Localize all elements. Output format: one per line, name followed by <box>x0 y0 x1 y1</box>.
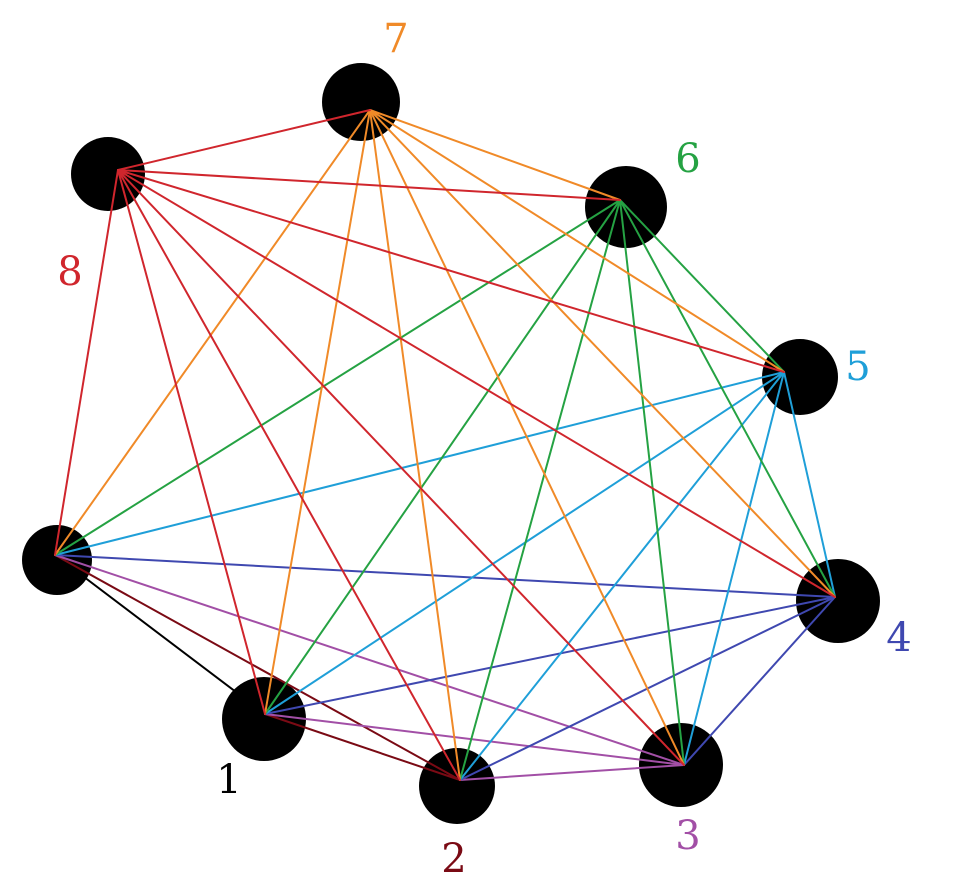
edge-3-2 <box>459 764 685 781</box>
edge-4-0 <box>54 554 836 598</box>
edge-6-4 <box>619 199 836 598</box>
edge-8-4 <box>117 169 836 598</box>
edge-2-0 <box>54 554 461 781</box>
edge-0-1 <box>54 554 266 715</box>
edge-6-0 <box>54 199 621 556</box>
node-label-4: 4 <box>886 615 911 661</box>
node-1 <box>222 677 306 761</box>
edge-5-0 <box>54 371 785 556</box>
edge-8-6 <box>117 169 621 201</box>
edge-8-5 <box>117 169 785 373</box>
edge-3-1 <box>264 713 685 766</box>
edge-5-2 <box>459 371 785 781</box>
edge-7-5 <box>369 109 785 373</box>
edge-3-0 <box>54 554 685 766</box>
node-label-3: 3 <box>675 813 700 859</box>
edge-5-3 <box>683 371 785 766</box>
edge-4-3 <box>683 596 836 766</box>
edge-8-7 <box>117 109 371 171</box>
edge-8-1 <box>117 169 266 715</box>
node-8 <box>71 137 145 211</box>
edge-8-2 <box>117 169 461 781</box>
edge-7-1 <box>264 109 371 715</box>
edges-layer <box>54 109 836 781</box>
edge-6-2 <box>459 199 621 781</box>
edge-6-1 <box>264 199 621 715</box>
node-label-2: 2 <box>441 836 466 882</box>
node-label-1: 1 <box>216 757 241 803</box>
edge-8-0 <box>54 169 119 556</box>
edge-6-3 <box>619 199 685 766</box>
edge-7-3 <box>369 109 685 766</box>
node-label-6: 6 <box>675 136 700 182</box>
edge-5-4 <box>783 371 836 598</box>
node-4 <box>796 559 880 643</box>
node-label-5: 5 <box>845 344 870 390</box>
node-5 <box>762 339 838 415</box>
edge-4-1 <box>264 596 836 715</box>
labels-layer: 1 2 3 4 5 6 7 8 <box>57 16 911 882</box>
edge-7-4 <box>369 109 836 598</box>
edge-7-0 <box>54 109 371 556</box>
edge-8-3 <box>117 169 685 766</box>
node-label-7: 7 <box>383 16 408 62</box>
node-label-8: 8 <box>57 249 82 295</box>
edge-2-1 <box>264 713 461 781</box>
node-0 <box>22 525 92 595</box>
edge-7-6 <box>369 109 621 201</box>
edge-7-2 <box>369 109 461 781</box>
edge-6-5 <box>619 199 785 373</box>
